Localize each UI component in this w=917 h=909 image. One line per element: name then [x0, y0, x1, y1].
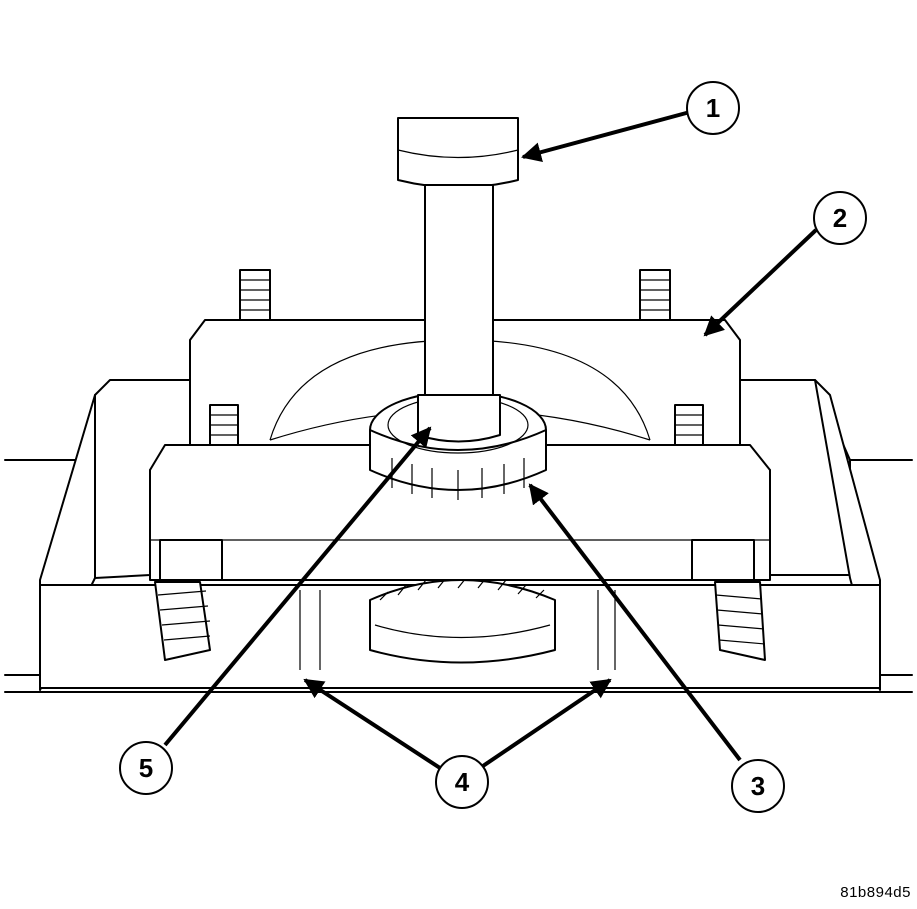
callout-3: 3 [731, 759, 785, 813]
callout-1: 1 [686, 81, 740, 135]
callout-3-label: 3 [751, 771, 765, 801]
callout-2-label: 2 [833, 203, 847, 233]
callout-5: 5 [119, 741, 173, 795]
gear [369, 577, 556, 664]
front-bolts [154, 539, 766, 661]
callout-4: 4 [435, 755, 489, 809]
press-ram [397, 117, 519, 443]
figure-code: 81b894d5 [840, 884, 911, 901]
splitter-front-half [149, 444, 771, 581]
callout-1-label: 1 [706, 93, 720, 123]
callout-5-label: 5 [139, 753, 153, 783]
leader-arrows [163, 110, 818, 770]
callout-4-label: 4 [455, 767, 470, 797]
callout-2: 2 [813, 191, 867, 245]
